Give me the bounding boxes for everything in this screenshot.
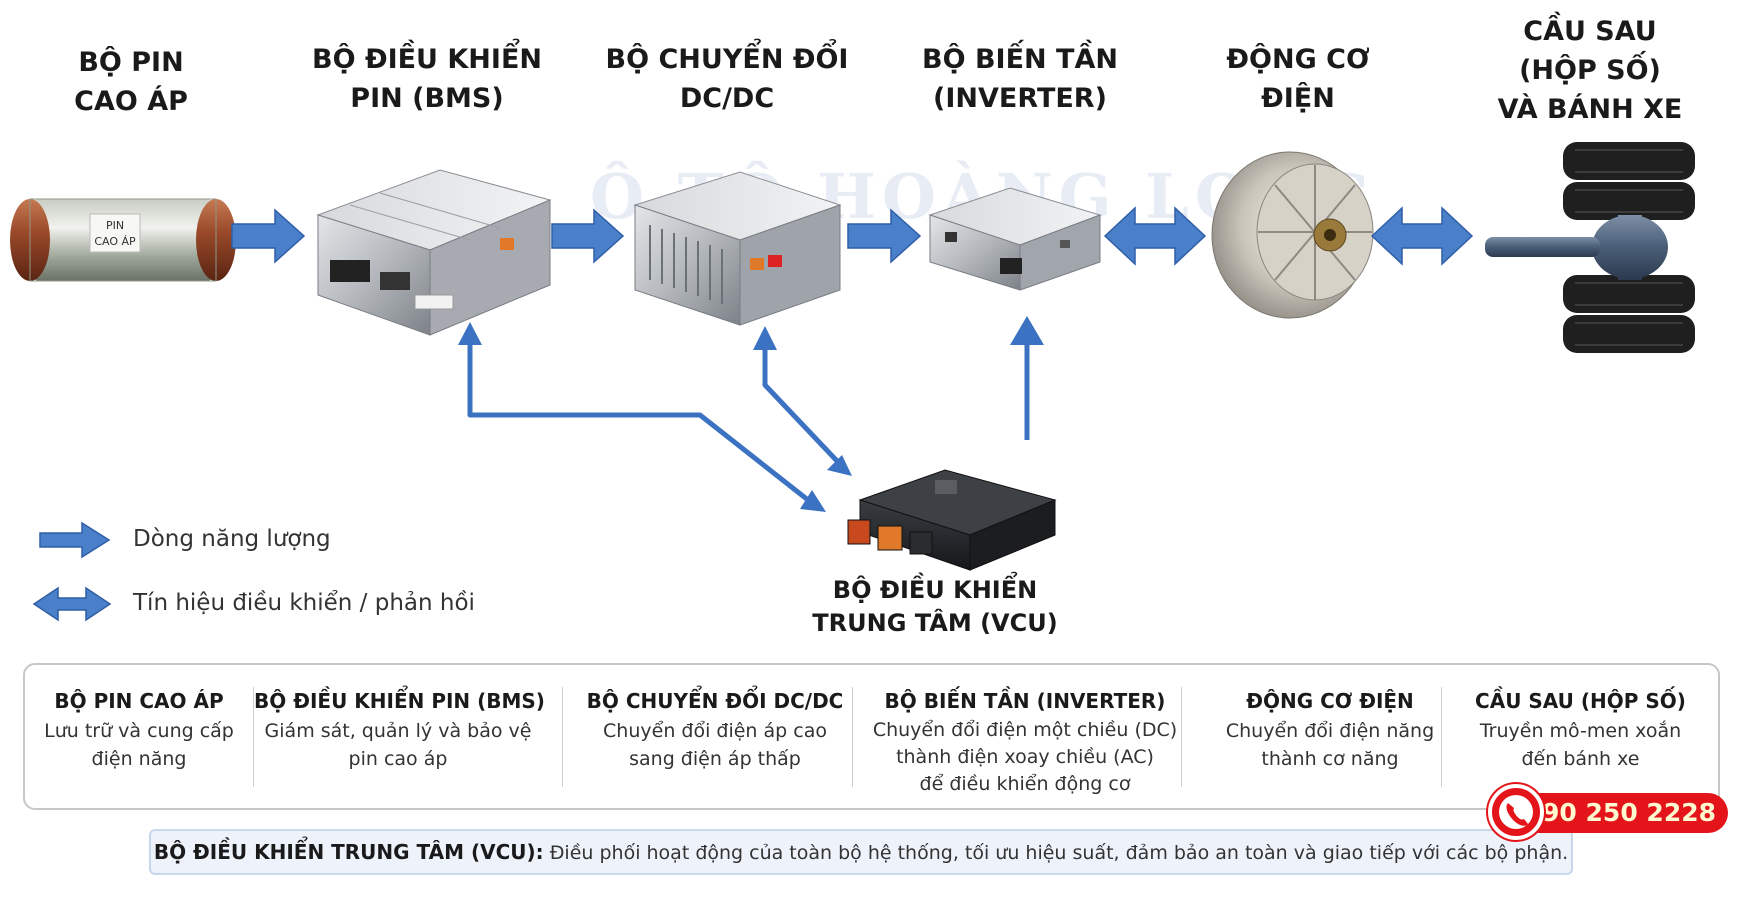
arrow-bms-to-dcdc [551, 208, 625, 264]
legend-signal-icon [32, 586, 112, 622]
desc-inverter-text: Chuyển đổi điện một chiều (DC)thành điện… [872, 719, 1178, 795]
desc-dcdc: BỘ CHUYỂN ĐỔI DC/DC Chuyển đổi điện áp c… [565, 665, 865, 808]
vcu-note-text: Điều phối hoạt động của toàn bộ hệ thống… [543, 842, 1569, 864]
legend-energy-label: Dòng năng lượng [133, 526, 331, 552]
arrow-battery-to-bms [231, 208, 306, 264]
desc-dcdc-title: BỘ CHUYỂN ĐỔI DC/DC [586, 689, 844, 713]
desc-rear-axle-title: CẦU SAU (HỘP SỐ) [1475, 689, 1686, 713]
title-inverter: BỘ BIẾN TẦN(INVERTER) [922, 44, 1118, 114]
phone-number[interactable]: 090 250 2228 [1514, 793, 1728, 833]
divider [562, 687, 563, 787]
title-rear-axle: CẦU SAU(HỘP SỐ)VÀ BÁNH XE [1497, 16, 1683, 125]
divider [852, 687, 853, 787]
phone-icon [1488, 784, 1544, 840]
energy-arrows [231, 208, 922, 264]
desc-inverter: BỘ BIẾN TẦN (INVERTER) Chuyển đổi điện m… [855, 665, 1195, 808]
rear-axle-image [1485, 142, 1695, 353]
legend-signal-label: Tín hiệu điều khiển / phản hồi [133, 590, 475, 616]
vcu-image [847, 469, 1057, 571]
desc-bms-title: BỘ ĐIỀU KHIỂN PIN (BMS) [254, 689, 545, 713]
desc-inverter-title: BỘ BIẾN TẦN (INVERTER) [884, 689, 1166, 713]
signal-line-bms [467, 335, 810, 502]
desc-bms: BỘ ĐIỀU KHIỂN PIN (BMS) Giám sát, quản l… [254, 665, 545, 808]
bms-image [316, 169, 552, 336]
phone-badge[interactable]: 090 250 2228 [1488, 784, 1730, 840]
divider [1441, 687, 1442, 787]
arrow-motor-axle [1370, 206, 1474, 266]
control-lines [467, 335, 1030, 502]
divider [1181, 687, 1182, 787]
battery-label-line1: PIN [106, 219, 124, 232]
diagram-canvas: PIN CAO ÁP [10, 142, 1695, 622]
inverter-image [928, 187, 1102, 291]
arrow-inverter-motor [1103, 206, 1207, 266]
desc-battery-title: BỘ PIN CAO ÁP [54, 689, 224, 713]
vcu-note-label: BỘ ĐIỀU KHIỂN TRUNG TÂM (VCU): [153, 840, 544, 864]
battery-image: PIN CAO ÁP [10, 198, 236, 282]
desc-motor-title: ĐỘNG CƠ ĐIỆN [1246, 689, 1414, 713]
dcdc-image [633, 171, 842, 326]
arrow-dcdc-to-inverter [847, 208, 922, 264]
signal-line-dcdc [762, 340, 840, 464]
battery-label-line2: CAO ÁP [94, 235, 136, 248]
legend-energy-icon [39, 521, 111, 559]
motor-image [1211, 151, 1374, 319]
vcu-note: BỘ ĐIỀU KHIỂN TRUNG TÂM (VCU): Điều phối… [149, 829, 1573, 875]
divider [253, 687, 254, 787]
control-arrowheads [458, 316, 1044, 512]
bidirectional-arrows [1103, 206, 1474, 266]
